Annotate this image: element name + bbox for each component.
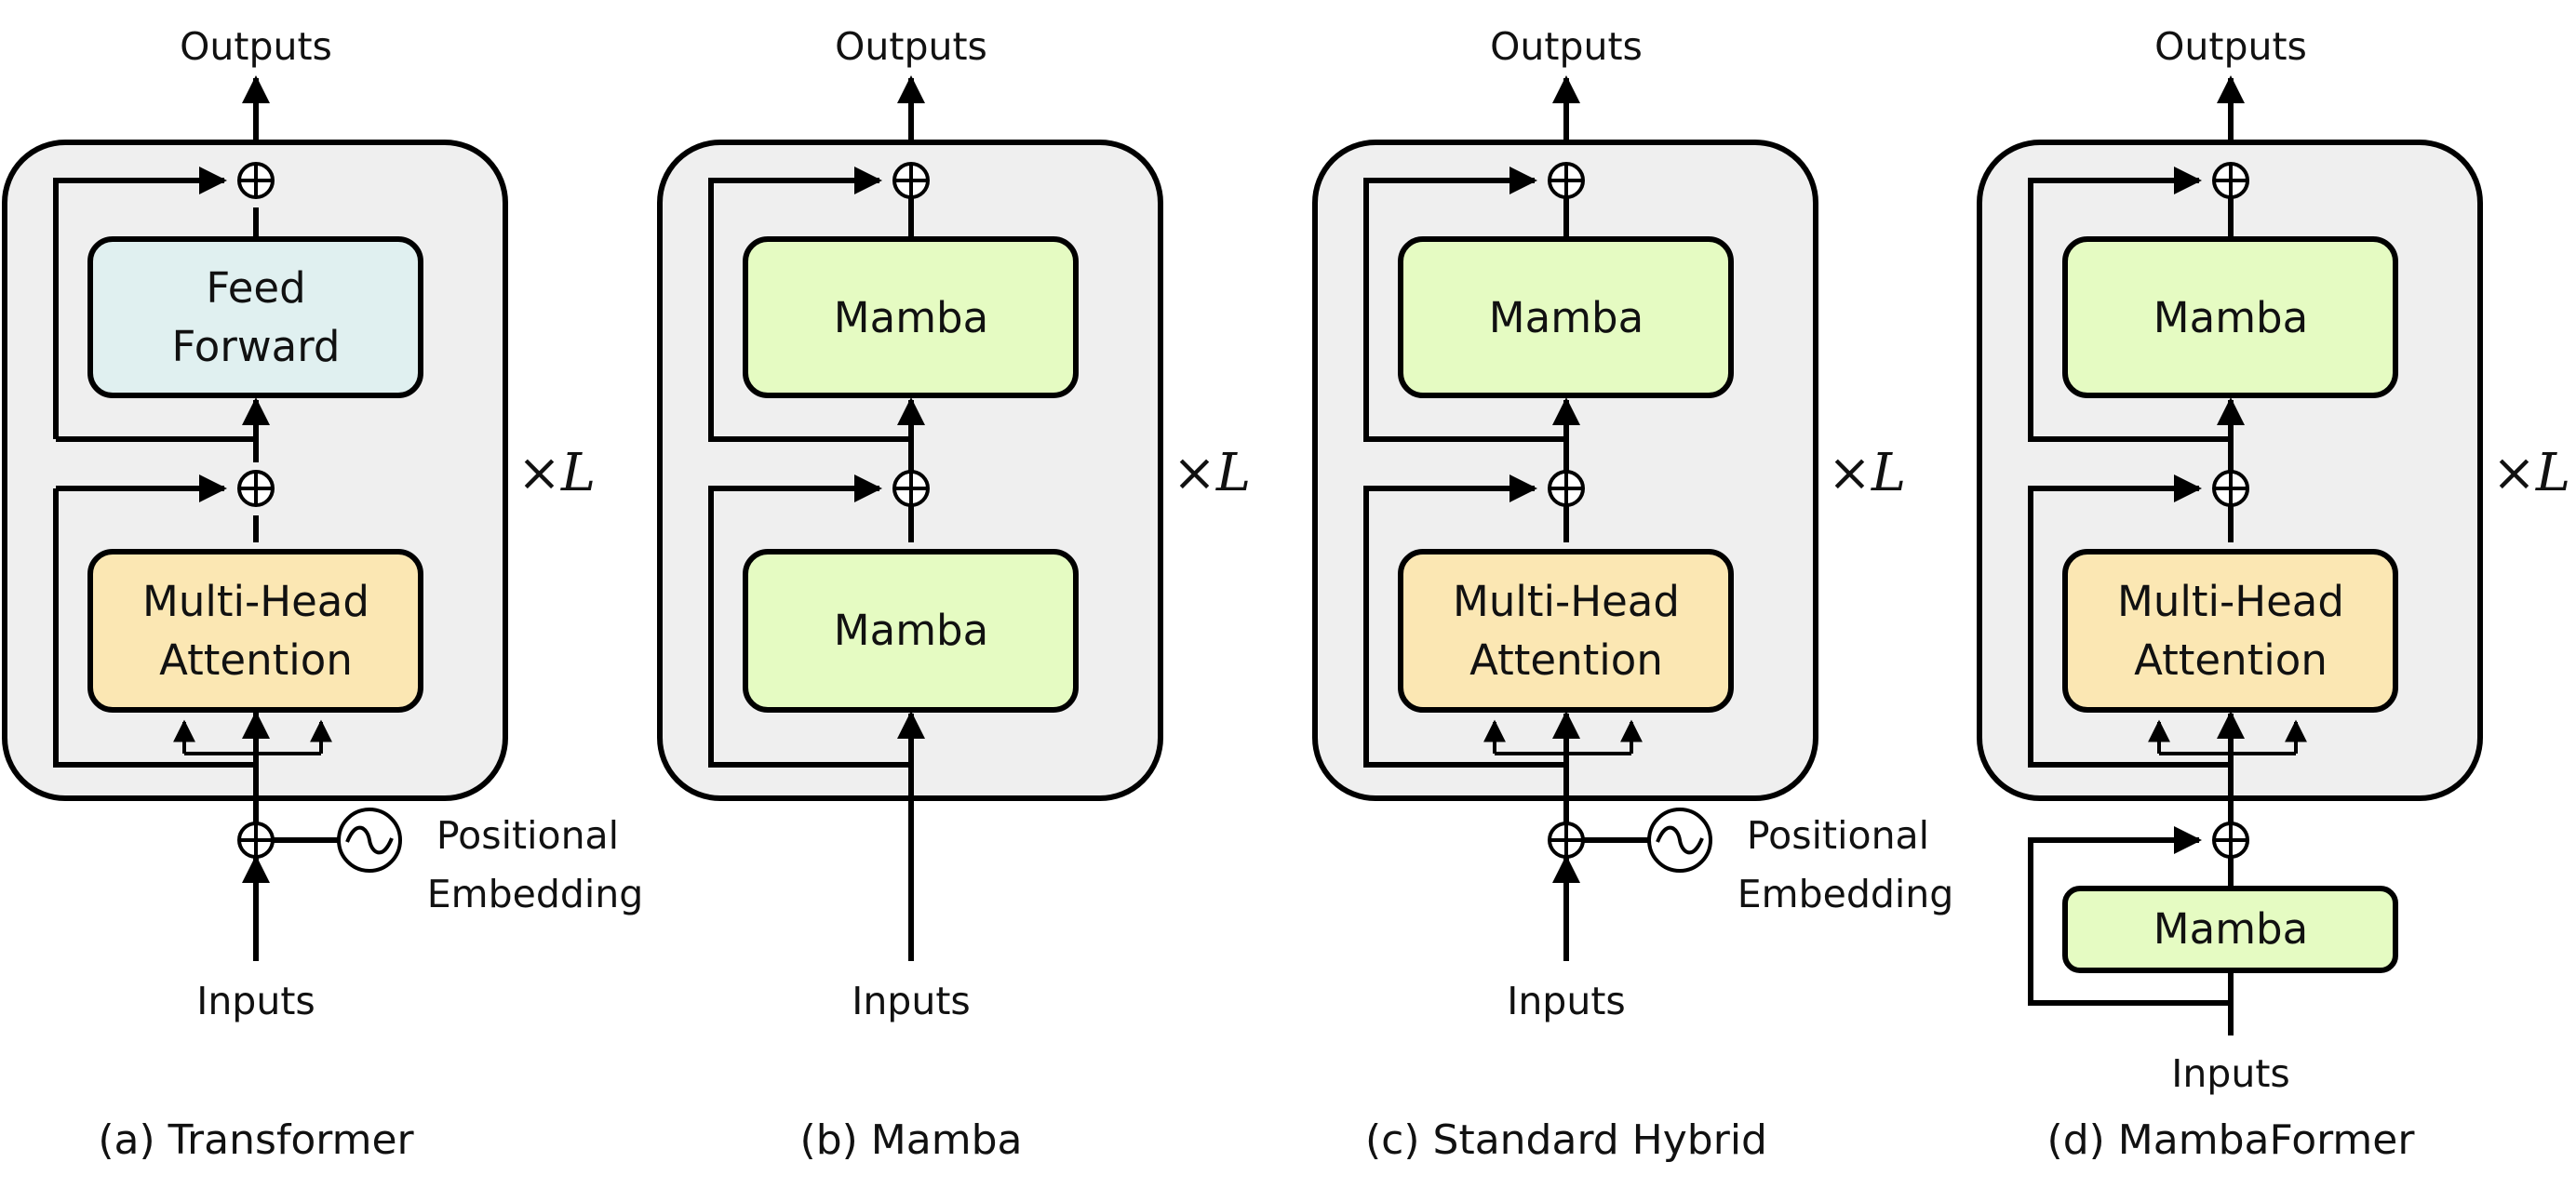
repeat-count-label: ×L [1828, 443, 1906, 503]
attention-label-line2: Attention [1469, 635, 1663, 685]
panel-caption: (d) MambaFormer [2047, 1116, 2416, 1164]
inputs-label: Inputs [196, 979, 315, 1023]
attention-block [87, 549, 423, 713]
outputs-label: Outputs [835, 24, 987, 69]
positional-label-line1: Positional [436, 813, 619, 858]
panel-mamba: Outputs ×L Mamba Mamba Inputs (b) Mamba [657, 24, 1251, 1164]
repeat-count-label: ×L [1173, 443, 1251, 503]
panel-caption: (c) Standard Hybrid [1365, 1116, 1767, 1164]
inputs-label: Inputs [1507, 979, 1626, 1023]
mamba-block [743, 236, 1079, 398]
mamba-label: Mamba [834, 293, 988, 342]
attention-label-line1: Multi-Head [2117, 577, 2344, 626]
positional-label-line1: Positional [1747, 813, 1929, 858]
attention-label-line2: Attention [2134, 635, 2328, 685]
attention-block [1398, 549, 1734, 713]
mamba-pre-block [2062, 886, 2398, 973]
panel-mambaformer: Outputs ×L Mamba Multi-Head Attention Ma… [1977, 24, 2570, 1164]
panel-caption: (b) Mamba [800, 1116, 1023, 1164]
outputs-label: Outputs [180, 24, 332, 69]
feed-forward-block [87, 236, 423, 398]
panel-transformer: Outputs ×L Feed Forward Multi-Head Atten… [2, 24, 644, 1164]
mamba-block [1398, 236, 1734, 398]
mamba-block [2062, 236, 2398, 398]
attention-label-line1: Multi-Head [142, 577, 369, 626]
outputs-label: Outputs [1490, 24, 1643, 69]
repeat-count-label: ×L [2492, 443, 2570, 503]
mamba-label: Mamba [2153, 293, 2308, 342]
feed-forward-label-line2: Forward [172, 322, 341, 371]
positional-label-line2: Embedding [427, 872, 644, 916]
outputs-label: Outputs [2154, 24, 2307, 69]
mamba-label: Mamba [1489, 293, 1644, 342]
feed-forward-label-line1: Feed [206, 263, 305, 313]
attention-label-line2: Attention [159, 635, 353, 685]
inputs-label: Inputs [852, 979, 971, 1023]
inputs-label: Inputs [2171, 1051, 2290, 1096]
attention-label-line1: Multi-Head [1453, 577, 1680, 626]
panel-caption: (a) Transformer [98, 1116, 414, 1164]
panel-standard-hybrid: Outputs ×L Mamba Multi-Head Attention Po… [1312, 24, 1954, 1164]
mamba-pre-label: Mamba [2153, 904, 2308, 954]
mamba-label: Mamba [834, 606, 988, 655]
mamba-block [743, 549, 1079, 713]
repeat-count-label: ×L [517, 443, 596, 503]
attention-block [2062, 549, 2398, 713]
positional-label-line2: Embedding [1737, 872, 1954, 916]
